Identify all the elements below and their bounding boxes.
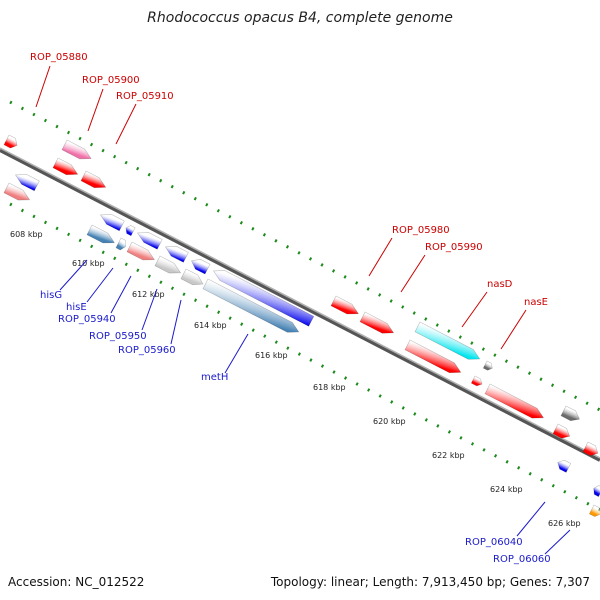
tick-label-7: 622 kbp [432, 451, 465, 460]
gene-label-11: ROP_05960 [118, 345, 176, 356]
gene-leader-13 [516, 501, 546, 537]
gene-label-9: ROP_05940 [58, 314, 116, 325]
chromosome-line-dark [0, 148, 600, 462]
feature-rop-05940 [136, 232, 163, 250]
gene-label-3: ROP_05980 [392, 225, 450, 236]
feature-orange-edge [588, 504, 600, 517]
feature-rop-05910b [80, 170, 107, 189]
feature-red-edge [582, 441, 599, 456]
gene-label-8: hisE [66, 302, 87, 313]
gene-leader-12 [224, 333, 249, 374]
tick-label-5: 618 kbp [313, 383, 346, 392]
topology-label: Topology: linear; Length: 7,913,450 bp; … [270, 575, 590, 589]
gene-label-13: ROP_06040 [465, 537, 523, 548]
gene-label-7: hisG [40, 290, 62, 301]
gene-label-0: ROP_05880 [30, 52, 88, 63]
feature-rop-05980 [330, 295, 359, 315]
gene-leader-10 [141, 288, 158, 331]
accession-label: Accession: NC_012522 [8, 575, 145, 589]
feature-rop-05880 [3, 134, 18, 149]
feature-hise [125, 225, 136, 237]
gene-leader-11 [170, 299, 182, 345]
feature-steel-b [115, 237, 126, 251]
gene-label-5: nasD [487, 279, 513, 290]
gene-label-12: metH [201, 372, 228, 383]
feature-blue-left [14, 174, 40, 192]
gene-label-6: nasE [524, 297, 548, 308]
feature-blue-right [557, 459, 572, 473]
gene-leader-2 [115, 103, 137, 145]
tick-label-4: 616 kbp [255, 351, 288, 360]
gene-leader-4 [400, 254, 426, 293]
feature-nasd [414, 321, 481, 360]
feature-silver-b [180, 268, 204, 286]
gene-leader-6 [500, 309, 527, 350]
feature-meth [212, 270, 315, 327]
tick-label-0: 608 kbp [10, 230, 43, 239]
feature-steel-a [86, 224, 115, 244]
feature-small-gray [482, 360, 493, 371]
chromosome-line-light [0, 147, 600, 459]
gene-leader-8 [86, 267, 114, 303]
tick-label-1: 610 kbp [72, 259, 105, 268]
gene-leader-1 [87, 88, 104, 132]
feature-red-short [552, 423, 571, 439]
feature-small-red [470, 375, 483, 387]
feature-red-long [484, 383, 545, 419]
feature-rop-05910 [52, 157, 79, 176]
feature-blue-edge [593, 485, 600, 498]
feature-hisg [99, 214, 125, 232]
feature-steel-long [202, 278, 300, 333]
gene-label-10: ROP_05950 [89, 331, 147, 342]
gene-leader-5 [461, 291, 488, 328]
feature-gray-block [560, 405, 580, 422]
gene-leader-3 [368, 237, 393, 277]
gene-label-2: ROP_05910 [116, 91, 174, 102]
gene-label-14: ROP_06060 [493, 554, 551, 565]
tick-label-3: 614 kbp [194, 321, 227, 330]
gene-label-1: ROP_05900 [82, 75, 140, 86]
feature-rop-05950 [164, 245, 189, 263]
feature-rop-05900 [61, 139, 92, 160]
gene-leader-0 [35, 65, 51, 108]
feature-rop-05960a [191, 258, 211, 275]
feature-silver-a [154, 255, 182, 274]
feature-salmon-left [3, 182, 31, 201]
map-title: Rhodococcus opacus B4, complete genome [147, 10, 453, 26]
gene-leader-7 [59, 259, 88, 291]
feature-salmon-b [126, 241, 155, 261]
gene-leader-9 [110, 275, 132, 314]
tick-label-6: 620 kbp [373, 417, 406, 426]
gene-leader-14 [544, 529, 571, 555]
tick-label-9: 626 kbp [548, 519, 581, 528]
gene-label-4: ROP_05990 [425, 242, 483, 253]
upper-dotted-track [9, 100, 600, 412]
feature-rop-05990 [359, 311, 395, 334]
tick-label-8: 624 kbp [490, 485, 523, 494]
tick-label-2: 612 kbp [132, 290, 165, 299]
feature-nase [404, 339, 462, 374]
lower-dotted-track [9, 202, 600, 512]
